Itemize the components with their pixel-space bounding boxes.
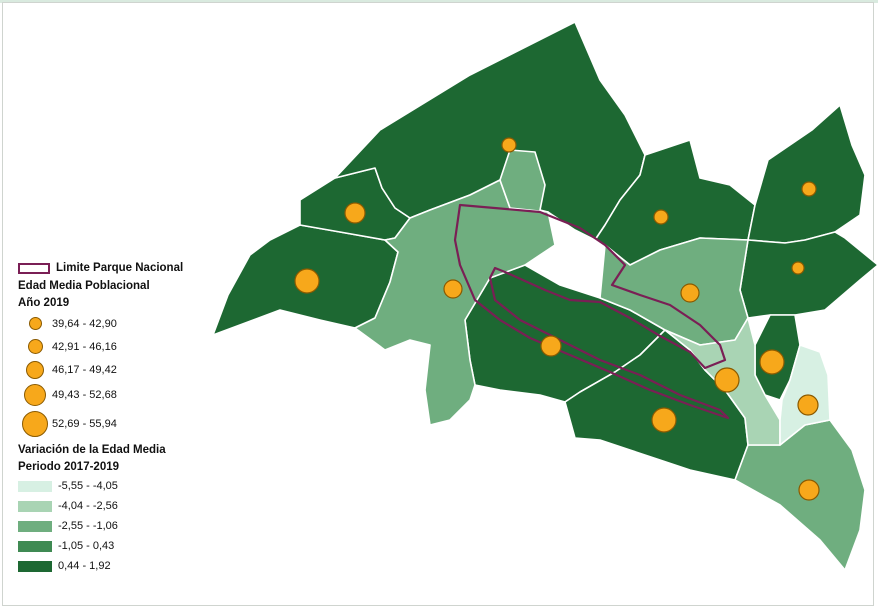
legend-age-class: 52,69 - 55,94	[52, 418, 117, 430]
age-symbol[interactable]	[443, 279, 463, 299]
legend-variation-class: 0,44 - 1,92	[58, 560, 111, 572]
age-class-symbol	[28, 317, 42, 330]
age-symbol[interactable]	[501, 137, 517, 153]
legend-age-class: 46,17 - 49,42	[52, 363, 117, 376]
age-class-symbol	[24, 383, 46, 406]
region-north[interactable]	[334, 21, 646, 241]
legend-age-year: Año 2019	[18, 297, 70, 309]
legend-age-class: 39,64 - 42,90	[52, 317, 117, 330]
legend-variation-period: Periodo 2017-2019	[18, 461, 120, 473]
age-symbol[interactable]	[651, 407, 677, 433]
park-boundary[interactable]	[453, 203, 730, 420]
legend-variation-row: -4,04 - -2,56	[18, 496, 218, 516]
age-symbol[interactable]	[294, 268, 320, 294]
legend-park-row: Limite Parque Nacional	[18, 258, 218, 278]
top-border-line	[0, 0, 878, 3]
legend-variation-row: -5,55 - -4,05	[18, 476, 218, 496]
legend-age-title: Edad Media Poblacional	[18, 280, 150, 292]
age-class-symbol	[22, 411, 48, 437]
legend-variation-title: Variación de la Edad Media	[18, 444, 166, 456]
legend-age-row: 46,17 - 49,42	[18, 358, 218, 381]
age-symbol[interactable]	[680, 283, 700, 303]
legend-variation-row: 0,44 - 1,92	[18, 556, 218, 576]
legend-age-row: 49,43 - 52,68	[18, 381, 218, 408]
age-symbol[interactable]	[653, 209, 669, 225]
legend-variation-class: -5,55 - -4,05	[58, 480, 118, 492]
age-symbol[interactable]	[791, 261, 805, 275]
region-east[interactable]	[739, 231, 878, 319]
legend-age-row: 39,64 - 42,90	[18, 312, 218, 335]
age-symbol[interactable]	[759, 349, 785, 375]
legend-age-row: 52,69 - 55,94	[18, 408, 218, 440]
variation-swatch	[18, 500, 52, 512]
age-symbol[interactable]	[798, 479, 820, 501]
legend-variation-row: -2,55 - -1,06	[18, 516, 218, 536]
legend-variation-row: -1,05 - 0,43	[18, 536, 218, 556]
age-symbol[interactable]	[714, 367, 740, 393]
age-class-symbol	[26, 360, 44, 379]
legend-age-class: 49,43 - 52,68	[52, 388, 117, 401]
variation-swatch	[18, 540, 52, 552]
legend-variation-class: -1,05 - 0,43	[58, 540, 115, 552]
age-symbol[interactable]	[797, 394, 819, 416]
age-class-symbol	[27, 339, 43, 354]
legend-age-row: 42,91 - 46,16	[18, 335, 218, 358]
legend-park-label: Limite Parque Nacional	[56, 261, 184, 274]
legend-variation-class: -4,04 - -2,56	[58, 500, 118, 512]
region-west-central[interactable]	[354, 179, 556, 426]
variation-swatch	[18, 480, 52, 492]
region-northeast[interactable]	[747, 104, 866, 244]
age-symbol[interactable]	[344, 202, 366, 224]
variation-swatch	[18, 560, 52, 572]
map-legend: Limite Parque Nacional Edad Media Poblac…	[18, 258, 218, 576]
age-symbol[interactable]	[801, 181, 817, 197]
variation-swatch	[18, 520, 52, 532]
legend-variation-class: -2,55 - -1,06	[58, 520, 118, 532]
legend-age-class: 42,91 - 46,16	[52, 340, 117, 353]
age-symbol[interactable]	[540, 335, 562, 357]
park-boundary-swatch	[18, 262, 50, 274]
